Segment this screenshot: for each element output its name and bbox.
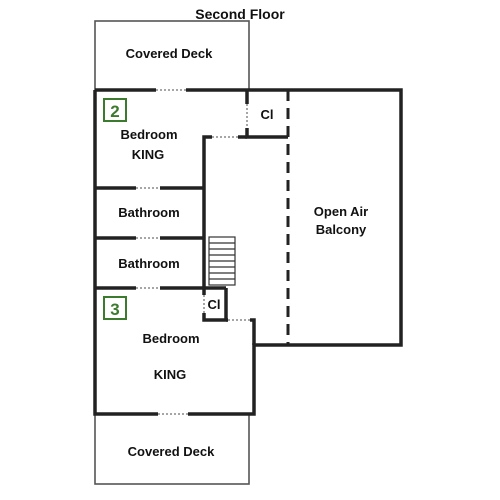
doors (136, 87, 250, 417)
label-bedroom-2: Bedroom (120, 127, 177, 142)
label-bedroom-3-bed: KING (154, 367, 187, 382)
label-balcony-line2: Balcony (316, 222, 367, 237)
staircase (208, 236, 236, 286)
badge-bedroom-3: 3 (103, 296, 127, 320)
label-covered-deck-top: Covered Deck (126, 46, 213, 61)
label-closet-top: Cl (261, 107, 274, 122)
svg-text:2: 2 (110, 102, 119, 121)
label-bathroom-2: Bathroom (118, 256, 179, 271)
badge-bedroom-2: 2 (103, 98, 127, 122)
label-closet-bottom: Cl (208, 297, 221, 312)
label-bathroom-1: Bathroom (118, 205, 179, 220)
label-bedroom-2-bed: KING (132, 147, 165, 162)
label-bedroom-3: Bedroom (142, 331, 199, 346)
svg-text:3: 3 (110, 300, 119, 319)
floor-title: Second Floor (195, 6, 285, 22)
label-balcony-line1: Open Air (314, 204, 368, 219)
label-covered-deck-bottom: Covered Deck (128, 444, 215, 459)
